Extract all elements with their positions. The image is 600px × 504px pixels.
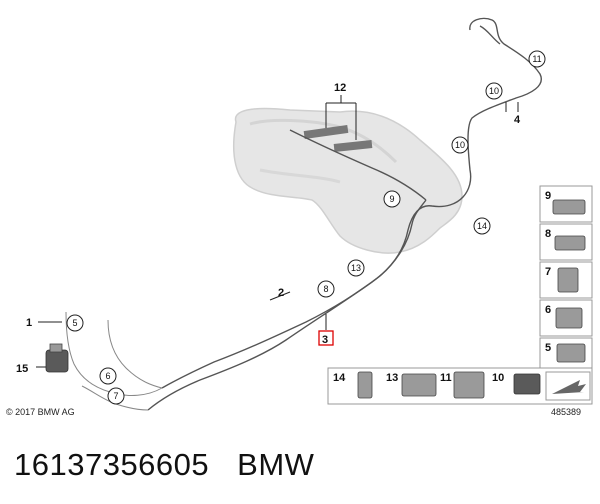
callout-6: 6 <box>99 367 117 385</box>
legend-item-8: 8 <box>539 223 593 261</box>
callout-5-text: 5 <box>72 318 77 328</box>
parts-diagram: 5 6 7 8 9 10 10 11 13 14 1 2 3 4 12 15 <box>6 17 593 417</box>
callout-10a-text: 10 <box>489 86 499 96</box>
legend-right: 9 8 7 6 5 <box>539 185 593 371</box>
fuel-lines <box>65 17 542 411</box>
callout-8: 8 <box>317 280 335 298</box>
callout-1-text: 1 <box>26 317 32 329</box>
callout-12-text: 12 <box>334 82 346 94</box>
legend-item-7: 7 <box>539 261 593 299</box>
callout-10b-text: 10 <box>455 140 465 150</box>
legend-item-9-label: 9 <box>545 190 551 202</box>
leader-lines <box>36 95 519 368</box>
legend-item-11: 11 <box>440 371 485 399</box>
callout-9: 9 <box>383 190 401 208</box>
callout-6-text: 6 <box>105 371 110 381</box>
callout-11: 11 <box>528 50 546 68</box>
callout-3-text: 3 <box>322 334 328 346</box>
callout-8-text: 8 <box>323 284 328 294</box>
arrow-icon <box>545 371 591 401</box>
copyright-text: © 2017 BMW AG <box>6 407 75 417</box>
diagram-id-text: 485389 <box>551 407 581 417</box>
callout-5: 5 <box>66 314 84 332</box>
legend-item-14: 14 <box>333 371 373 399</box>
callout-13-text: 13 <box>351 263 361 273</box>
legend-item-6-label: 6 <box>545 304 551 316</box>
fuel-tank <box>233 107 463 254</box>
legend-bottom: 14 13 11 10 <box>327 367 593 405</box>
callout-10-b: 10 <box>451 136 469 154</box>
callout-11-text: 11 <box>532 54 541 64</box>
legend-item-6: 6 <box>539 299 593 337</box>
legend-item-7-label: 7 <box>545 266 551 278</box>
legend-item-5-label: 5 <box>545 342 551 354</box>
callout-7-text: 7 <box>113 391 118 401</box>
legend-item-13-label: 13 <box>386 372 398 384</box>
callout-14: 14 <box>473 217 491 235</box>
part-caption: 16137356605 BMW <box>14 440 594 490</box>
legend-item-14-label: 14 <box>333 372 346 384</box>
legend-item-10: 10 <box>492 372 541 395</box>
part-number: 16137356605 <box>14 447 210 482</box>
legend-item-10-label: 10 <box>492 372 504 384</box>
legend-item-9: 9 <box>539 185 593 223</box>
callout-4-text: 4 <box>514 114 521 126</box>
legend-item-13: 13 <box>386 372 437 397</box>
legend-item-8-label: 8 <box>545 228 551 240</box>
callout-10-a: 10 <box>485 82 503 100</box>
callout-2-text: 2 <box>278 287 284 299</box>
legend-item-11-label: 11 <box>440 372 452 384</box>
brand-name: BMW <box>237 447 315 482</box>
part-15-icon <box>45 343 69 373</box>
callout-9-text: 9 <box>389 194 394 204</box>
callout-3-box <box>318 330 334 346</box>
callout-7: 7 <box>107 387 125 405</box>
callout-14-text: 14 <box>477 221 487 231</box>
legend-item-5: 5 <box>539 337 593 371</box>
callout-13: 13 <box>347 259 365 277</box>
callout-15-text: 15 <box>16 363 28 375</box>
